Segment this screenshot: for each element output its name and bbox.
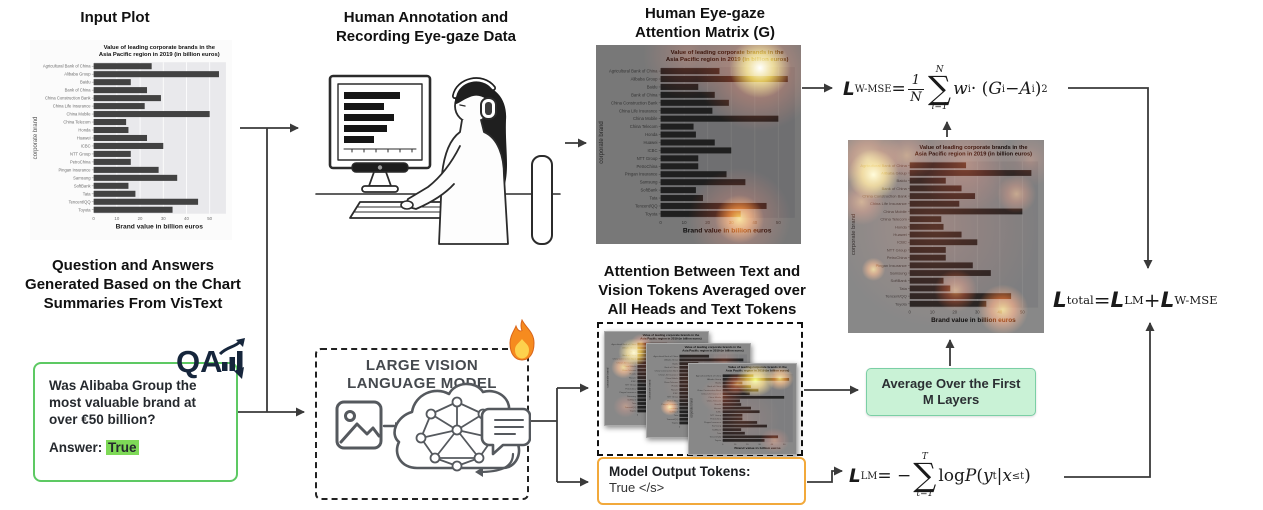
svg-text:PetroChina: PetroChina xyxy=(70,159,91,164)
svg-text:Samsung: Samsung xyxy=(73,175,91,180)
model-attention-heatmap: Value of leading corporate brands in the… xyxy=(832,114,1058,336)
person-torso xyxy=(438,119,509,245)
svg-text:Huawei: Huawei xyxy=(77,135,91,140)
average-layers-box: Average Over the First M Layers xyxy=(866,368,1036,416)
svg-text:Alibaba Group: Alibaba Group xyxy=(64,72,91,77)
arrow-bubble-to-cloud xyxy=(477,452,515,474)
answer-text: Answer: True xyxy=(49,440,224,455)
svg-text:20: 20 xyxy=(138,216,143,221)
svg-text:Huawei: Huawei xyxy=(629,377,637,379)
svg-text:corporate brand: corporate brand xyxy=(690,398,694,418)
svg-text:China Mobile: China Mobile xyxy=(67,112,92,117)
svg-text:Bank of China: Bank of China xyxy=(65,88,92,93)
svg-text:Value of leading corporate bra: Value of leading corporate brands in the xyxy=(685,345,742,349)
svg-text:Asia Pacific region in 2019 (i: Asia Pacific region in 2019 (in billion … xyxy=(682,349,743,353)
svg-text:Honda: Honda xyxy=(78,128,91,133)
screen-bar-chart xyxy=(344,92,400,143)
attention-layers-box: Value of leading corporate brands in the… xyxy=(597,322,803,456)
svg-text:PetroChina: PetroChina xyxy=(625,387,636,390)
svg-text:NTT Group: NTT Group xyxy=(625,384,636,387)
fire-icon xyxy=(503,318,541,367)
svg-text:Toyota: Toyota xyxy=(78,207,91,212)
svg-text:China Telecom: China Telecom xyxy=(63,120,91,125)
chair-back xyxy=(531,155,553,245)
model-output-title: Model Output Tokens: xyxy=(609,464,751,479)
svg-text:Agricultural Bank of China: Agricultural Bank of China xyxy=(654,355,679,358)
answer-label: Answer: xyxy=(49,440,103,455)
svg-text:corporate brand: corporate brand xyxy=(647,379,651,399)
svg-text:NTT Group: NTT Group xyxy=(70,151,91,156)
svg-text:Tata: Tata xyxy=(83,191,92,196)
svg-text:30: 30 xyxy=(161,216,166,221)
image-icon xyxy=(335,400,383,450)
answer-value: True xyxy=(106,440,139,455)
input-plot-chart: Value of leading corporate brands in the… xyxy=(30,40,232,240)
svg-text:Value of leading corporate bra: Value of leading corporate brands in the xyxy=(104,45,216,51)
svg-text:ICBC: ICBC xyxy=(631,381,637,383)
heading-attention-tokens: Attention Between Text and Vision Tokens… xyxy=(598,263,806,318)
human-annotation-illustration xyxy=(312,56,564,251)
heading-input-plot: Input Plot xyxy=(10,8,220,27)
heading-human-annotation: Human Annotation and Recording Eye-gaze … xyxy=(335,9,517,45)
svg-text:50: 50 xyxy=(207,216,212,221)
heading-input-plot-line: Input Plot xyxy=(80,9,150,26)
svg-text:Brand value in billion euros: Brand value in billion euros xyxy=(116,223,204,230)
question-answer-box: Was Alibaba Group the most valuable bran… xyxy=(33,362,238,482)
svg-text:Pingan Insurance: Pingan Insurance xyxy=(58,167,91,172)
svg-text:China Life Insurance: China Life Insurance xyxy=(53,104,92,109)
qa-logo-text: QA xyxy=(176,344,223,379)
svg-text:Agricultural Bank of China: Agricultural Bank of China xyxy=(696,375,722,378)
arrow-wmse-to-total xyxy=(1068,87,1153,269)
arrow-lm-to-total xyxy=(1064,322,1155,478)
lvlm-box: LARGE VISION LANGUAGE MODEL xyxy=(315,348,531,500)
svg-text:Toyota: Toyota xyxy=(672,422,679,425)
model-output-box: Model Output Tokens: True </s> xyxy=(597,457,806,505)
heading-eye-gaze: Human Eye-gaze Attention Matrix (G) xyxy=(635,5,775,41)
svg-text:Asia Pacific region in 2019 (i: Asia Pacific region in 2019 (in billion … xyxy=(99,52,220,58)
svg-text:China Construction Bank: China Construction Bank xyxy=(45,96,92,101)
eye-gaze-matrix-image: Value of leading corporate brands in the… xyxy=(596,10,820,269)
heading-question-answers: Question and Answers Generated Based on … xyxy=(25,257,241,312)
svg-text:ICBC: ICBC xyxy=(81,143,91,148)
svg-text:Baidu: Baidu xyxy=(80,80,91,85)
question-text: Was Alibaba Group the most valuable bran… xyxy=(49,378,197,427)
person-hair-front xyxy=(454,80,495,108)
arrow-output-to-lm xyxy=(807,466,843,483)
person-hand xyxy=(400,200,414,210)
svg-text:corporate brand: corporate brand xyxy=(605,367,609,387)
svg-text:Brand value in billion euros: Brand value in billion euros xyxy=(734,446,780,450)
svg-text:Tencent/QQ: Tencent/QQ xyxy=(667,418,679,421)
attention-layer-thumb-3: Value of leading corporate brands in the… xyxy=(688,363,797,455)
svg-text:corporate brand: corporate brand xyxy=(33,117,39,160)
chat-bubble-icon xyxy=(480,407,531,456)
svg-text:0: 0 xyxy=(92,216,95,221)
qa-logo-chart-icon xyxy=(218,338,245,379)
line-lvlm-out xyxy=(529,388,558,482)
monitor-stand xyxy=(368,171,392,187)
svg-text:SoftBank: SoftBank xyxy=(74,183,92,188)
svg-text:40: 40 xyxy=(184,216,189,221)
qa-logo: QA xyxy=(176,338,248,389)
svg-text:0: 0 xyxy=(637,415,639,417)
svg-text:10: 10 xyxy=(114,216,119,221)
svg-text:Tencent/QQ: Tencent/QQ xyxy=(69,199,92,204)
svg-text:Pingan Insurance: Pingan Insurance xyxy=(619,391,636,394)
svg-text:0: 0 xyxy=(679,427,681,429)
model-output-tokens: True </s> xyxy=(609,480,665,495)
lvlm-icons xyxy=(335,382,531,477)
svg-text:Agricultural Bank of China: Agricultural Bank of China xyxy=(43,64,91,69)
svg-text:Tata: Tata xyxy=(674,414,679,417)
person-eye xyxy=(459,104,466,107)
